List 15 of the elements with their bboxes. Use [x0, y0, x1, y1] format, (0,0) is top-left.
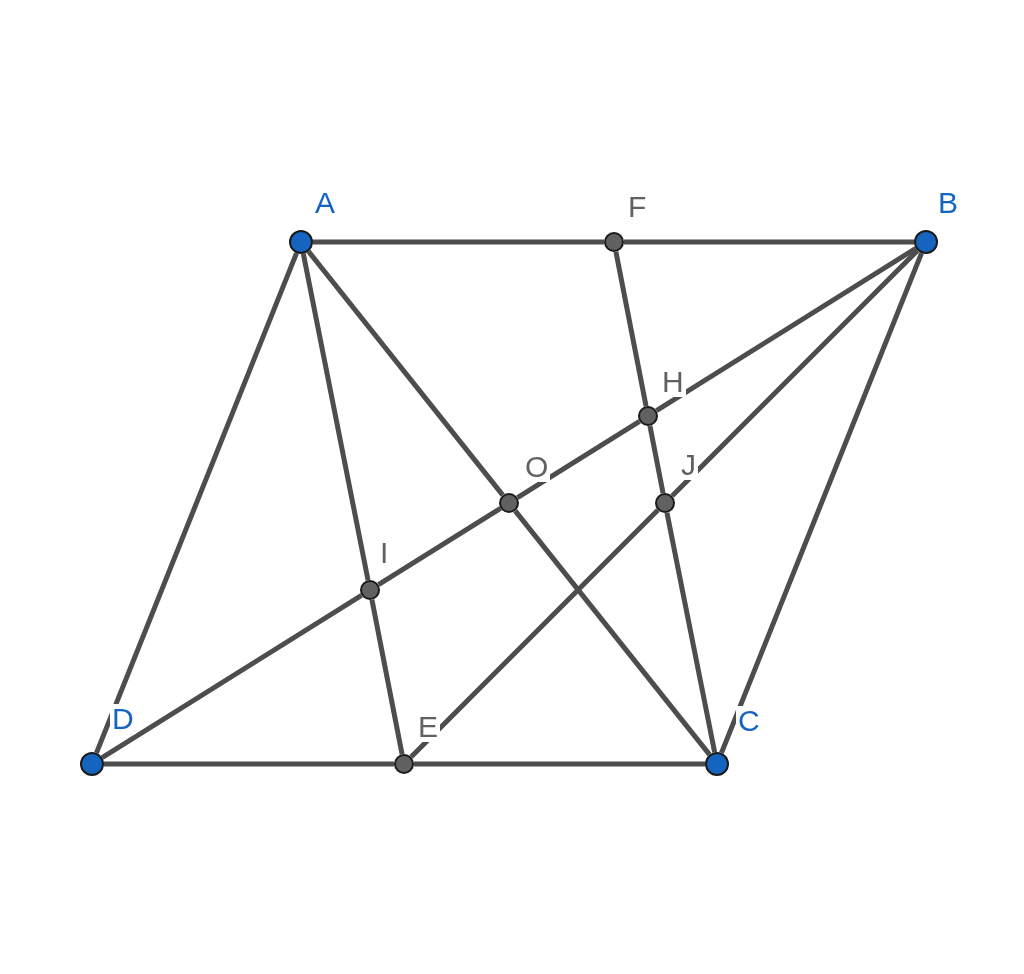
line-segment: [313, 239, 604, 245]
line-segment: [409, 508, 660, 759]
line-segment: [613, 251, 649, 407]
point-label: D: [110, 704, 136, 734]
line-segment: [104, 761, 394, 767]
line-segment: [369, 599, 405, 755]
line-segment: [300, 253, 371, 581]
line-segment: [624, 239, 914, 245]
line-segment: [94, 252, 299, 754]
line-segment: [719, 252, 924, 754]
line-segment: [647, 425, 666, 494]
line-segment: [664, 512, 718, 753]
line-segment: [670, 248, 920, 498]
line-segment: [306, 249, 505, 497]
line-segment: [414, 761, 705, 767]
